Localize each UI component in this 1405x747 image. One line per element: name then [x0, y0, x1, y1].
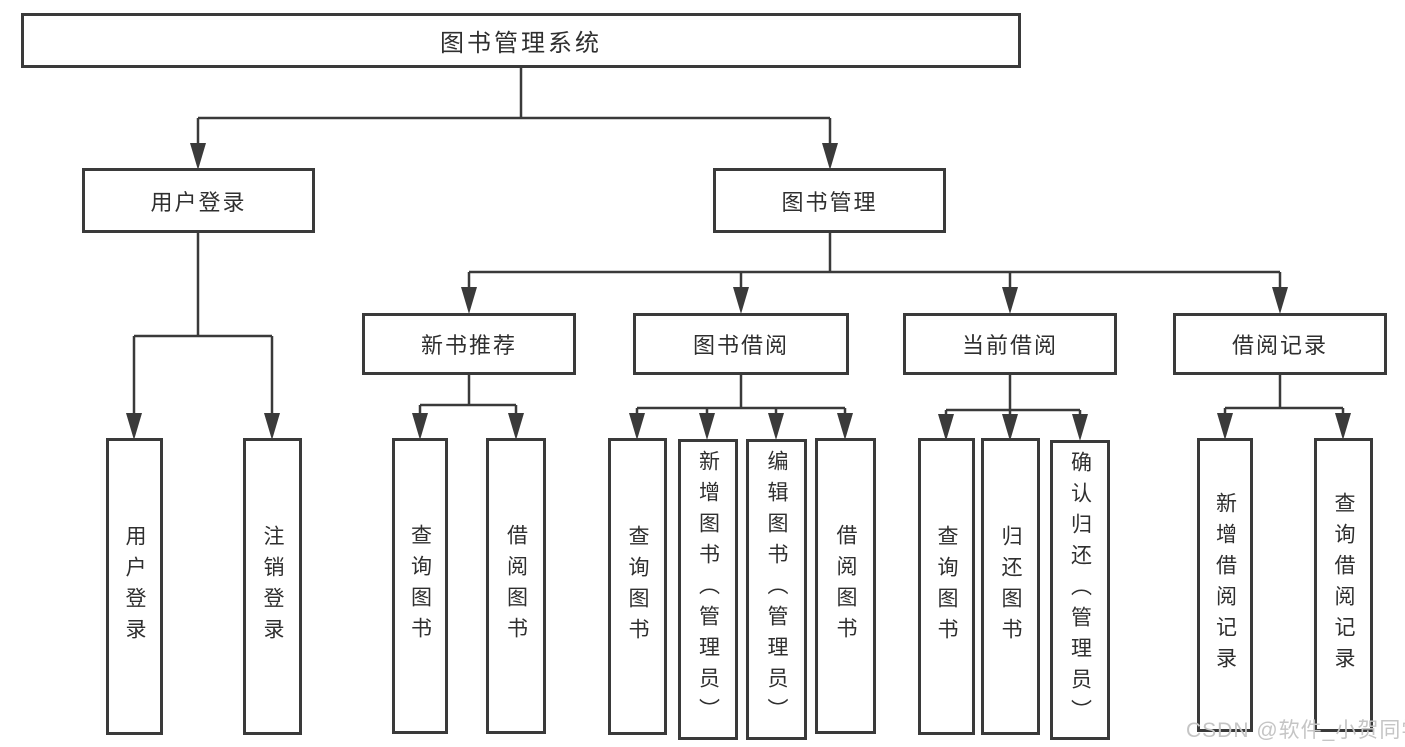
node-book-borrowing: 图书借阅 [633, 313, 849, 375]
node-label: 查询图书 [935, 524, 959, 649]
node-label: 新增借阅记录 [1213, 492, 1237, 678]
node-label: 借阅记录 [1231, 333, 1328, 358]
node-label: 注销登录 [261, 524, 285, 649]
leaf-user-login: 用户登录 [106, 438, 163, 735]
leaf-recommend-borrow-books: 借阅图书 [486, 438, 546, 734]
leaf-logout-login: 注销登录 [243, 438, 302, 735]
leaf-borrowing-add-books-admin: 新增图书（管理员） [678, 439, 738, 740]
leaf-borrowing-edit-books-admin: 编辑图书（管理员） [746, 439, 807, 740]
node-label: 用户登录 [150, 189, 247, 215]
node-user-login: 用户登录 [82, 168, 315, 233]
leaf-records-add-record: 新增借阅记录 [1197, 438, 1253, 732]
node-label: 查询借阅记录 [1332, 492, 1356, 678]
node-label: 查询图书 [408, 524, 432, 648]
leaf-borrowing-borrow-books: 借阅图书 [815, 438, 876, 734]
node-book-management: 图书管理 [713, 168, 946, 233]
node-new-book-recommend: 新书推荐 [362, 313, 576, 375]
node-label: 图书借阅 [692, 333, 789, 358]
node-label: 新书推荐 [420, 333, 517, 358]
node-label: 借阅图书 [834, 524, 858, 648]
node-current-borrowing: 当前借阅 [903, 313, 1117, 375]
leaf-current-confirm-return-admin: 确认归还（管理员） [1050, 440, 1110, 740]
connector-lines [132, 68, 1345, 414]
leaf-recommend-query-books: 查询图书 [392, 438, 448, 734]
node-label: 借阅图书 [504, 524, 528, 648]
node-label: 归还图书 [999, 524, 1023, 649]
node-label: 编辑图书（管理员） [765, 450, 789, 729]
leaf-borrowing-query-books: 查询图书 [608, 438, 667, 735]
csdn-watermark: CSDN @软件_小贺同学 [1186, 719, 1405, 742]
leaf-current-return-books: 归还图书 [981, 438, 1040, 735]
node-label: 确认归还（管理员） [1068, 450, 1092, 730]
node-label: 查询图书 [626, 524, 650, 649]
node-library-management-system: 图书管理系统 [21, 13, 1021, 68]
node-label: 当前借阅 [961, 333, 1058, 358]
leaf-records-query-record: 查询借阅记录 [1314, 438, 1373, 732]
node-label: 新增图书（管理员） [696, 450, 720, 729]
leaf-current-query-books: 查询图书 [918, 438, 975, 735]
node-borrowing-records: 借阅记录 [1173, 313, 1387, 375]
node-label: 图书管理 [781, 189, 878, 215]
node-label: 图书管理系统 [440, 30, 602, 57]
arrowheads [126, 143, 1351, 441]
node-label: 用户登录 [123, 524, 147, 649]
